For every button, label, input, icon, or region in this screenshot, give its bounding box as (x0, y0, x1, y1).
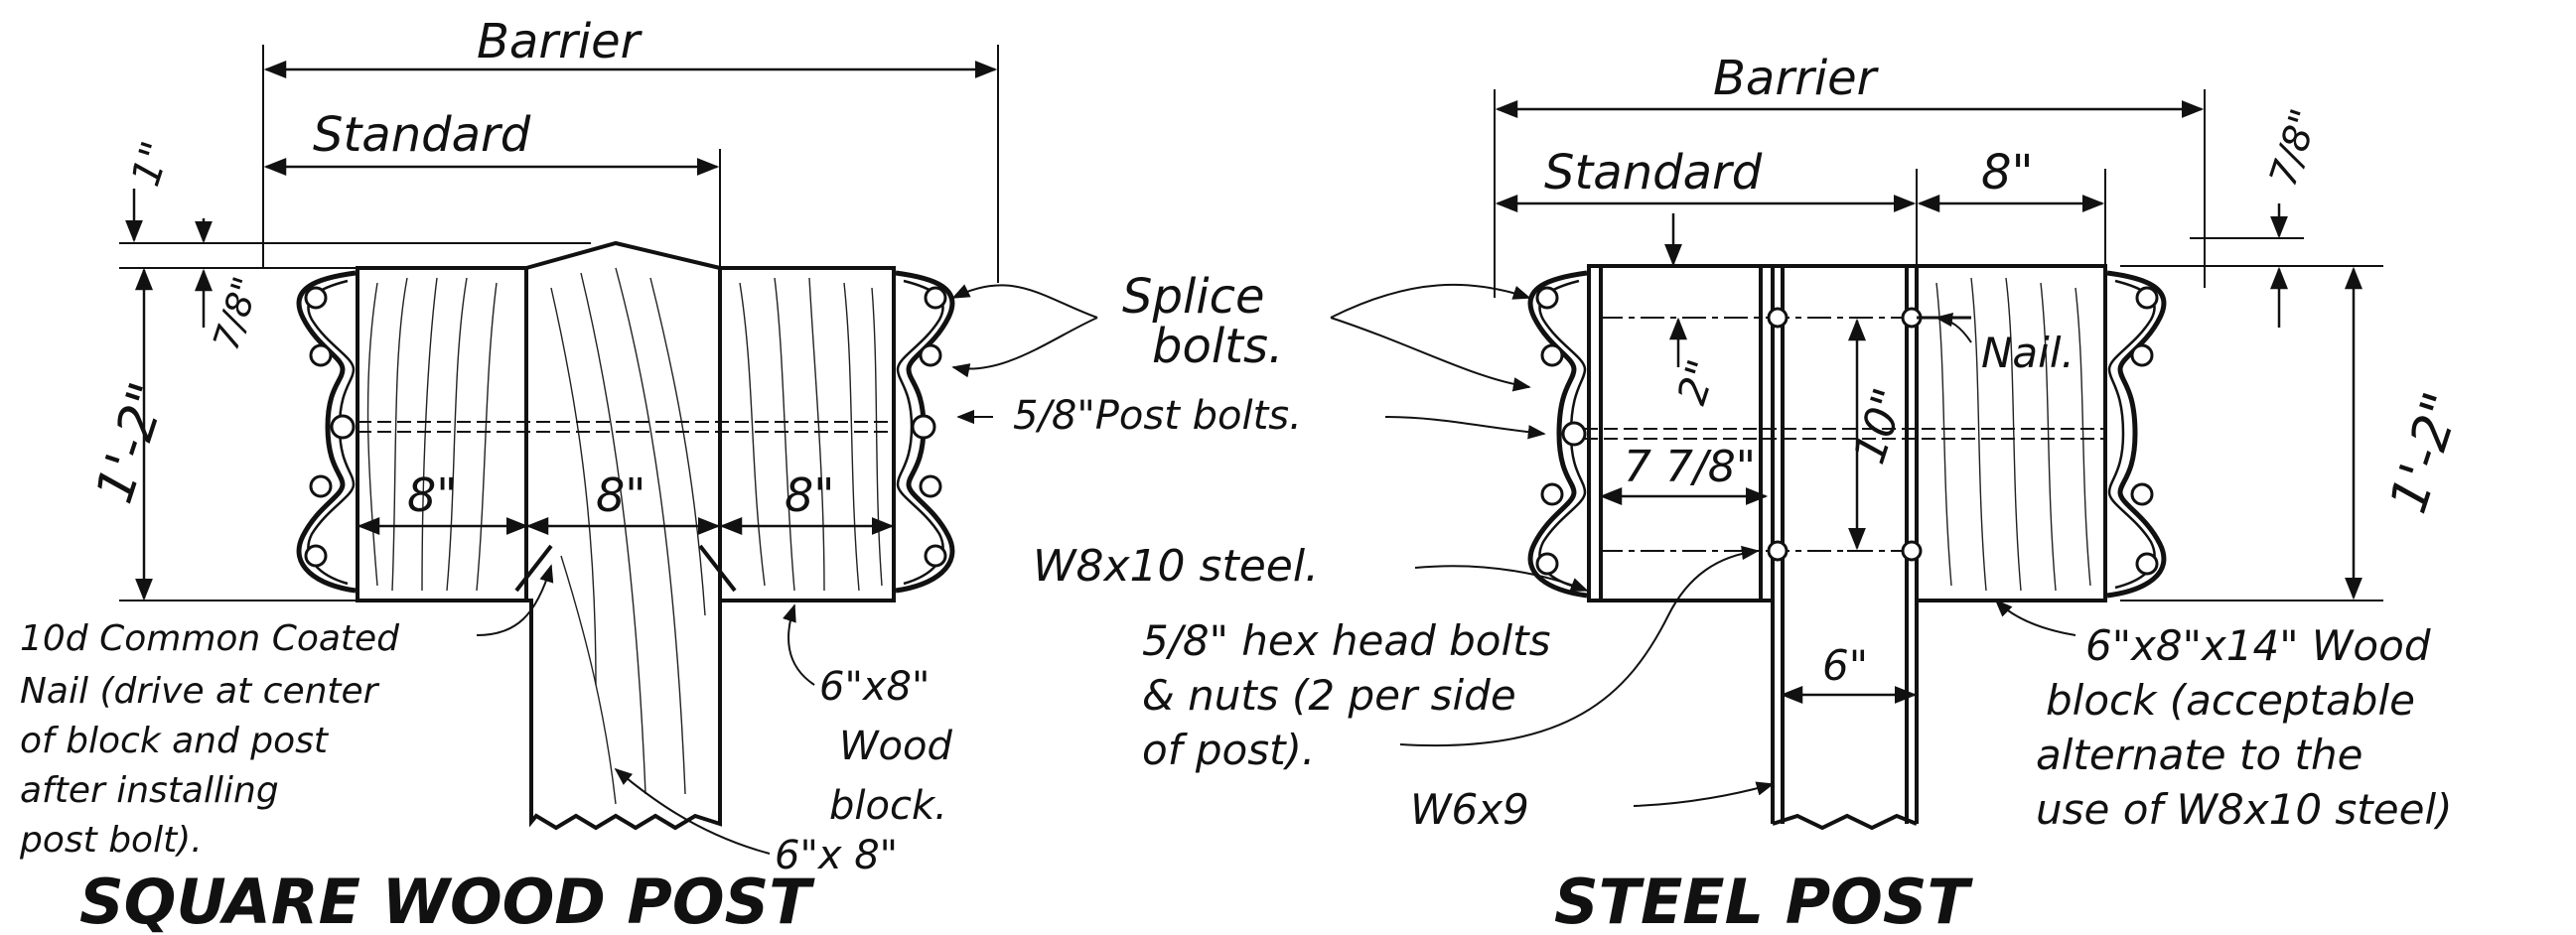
svg-text:bolts.: bolts. (1152, 319, 1283, 374)
wood-post (524, 240, 722, 831)
steel-post-title: STEEL POST (1554, 866, 1974, 935)
svg-text:of block and post: of block and post (20, 721, 330, 761)
wood-8-label-a: 8" (407, 468, 457, 522)
steel-7-7-8-label: 7 7/8" (1624, 442, 1756, 492)
steel-block-note: 6"x8"x14" Wood block (acceptable alterna… (2036, 621, 2453, 834)
svg-text:after installing: after installing (20, 770, 279, 811)
svg-text:6"x8": 6"x8" (819, 664, 930, 710)
hex-bolts-note: 5/8" hex head bolts & nuts (2 per side o… (1142, 616, 1551, 774)
nail-note: 10d Common Coated Nail (drive at center … (19, 618, 400, 861)
svg-text:Splice: Splice (1122, 269, 1265, 325)
wood-right-block (718, 266, 896, 602)
wood-block-note: 6"x8" Wood block. (819, 664, 952, 829)
w8x10-label: W8x10 steel. (1033, 541, 1319, 592)
steel-6-label: 6" (1822, 641, 1868, 690)
wood-left-rail (296, 270, 357, 594)
wood-left-bolts (304, 286, 356, 568)
wood-right-bolts (911, 286, 947, 568)
nail-label: Nail. (1981, 329, 2075, 377)
steel-right-rail (2106, 270, 2167, 599)
wood-8-label-c: 8" (785, 468, 834, 522)
steel-barrier-label: Barrier (1713, 51, 1880, 106)
steel-post-drawing (1330, 89, 2383, 831)
w6x9-label: W6x9 (1410, 785, 1529, 834)
steel-left-rail (1527, 270, 1588, 599)
svg-text:post bolt).: post bolt). (19, 820, 203, 861)
wood-left-block (356, 266, 528, 602)
steel-7-8-label: 7/8" (2261, 103, 2327, 191)
svg-text:& nuts (2 per side: & nuts (2 per side (1142, 671, 1516, 720)
steel-height-label: 1'-2" (2378, 385, 2473, 520)
post-bolts-label: 5/8"Post bolts. (1013, 393, 1302, 439)
wood-7-8-label: 7/8" (207, 272, 268, 355)
svg-text:of post).: of post). (1142, 726, 1315, 774)
wood-post-size-label: 6"x 8" (775, 833, 898, 878)
splice-bolts-label: Splice bolts. (1122, 269, 1283, 374)
wood-post-title: SQUARE WOOD POST (79, 866, 815, 935)
svg-text:Wood: Wood (839, 724, 952, 769)
steel-standard-label: Standard (1544, 145, 1763, 200)
svg-text:Nail (drive at center: Nail (drive at center (20, 671, 380, 712)
w6x9-steel-post (1771, 266, 1919, 824)
steel-left-bolts (1535, 286, 1587, 576)
svg-text:block (acceptable: block (acceptable (2046, 676, 2415, 725)
steel-8-label: 8" (1981, 145, 2034, 200)
wood-barrier-label: Barrier (477, 14, 644, 69)
svg-text:block.: block. (829, 783, 947, 829)
wood-1in-label: 1" (123, 136, 180, 192)
wood-8-label-b: 8" (596, 468, 645, 522)
square-wood-post-drawing (119, 45, 1098, 855)
svg-text:5/8" hex head bolts: 5/8" hex head bolts (1142, 616, 1551, 665)
wood-standard-label: Standard (313, 107, 531, 163)
svg-text:6"x8"x14" Wood: 6"x8"x14" Wood (2085, 621, 2431, 670)
svg-text:10d Common Coated: 10d Common Coated (20, 618, 400, 659)
hex-head-bolts (1767, 307, 1923, 562)
wood-height-label: 1'-2" (84, 375, 179, 510)
steel-right-bolts (2130, 286, 2159, 576)
svg-text:use of W8x10 steel): use of W8x10 steel) (2036, 785, 2453, 834)
svg-text:alternate to the: alternate to the (2036, 731, 2362, 779)
